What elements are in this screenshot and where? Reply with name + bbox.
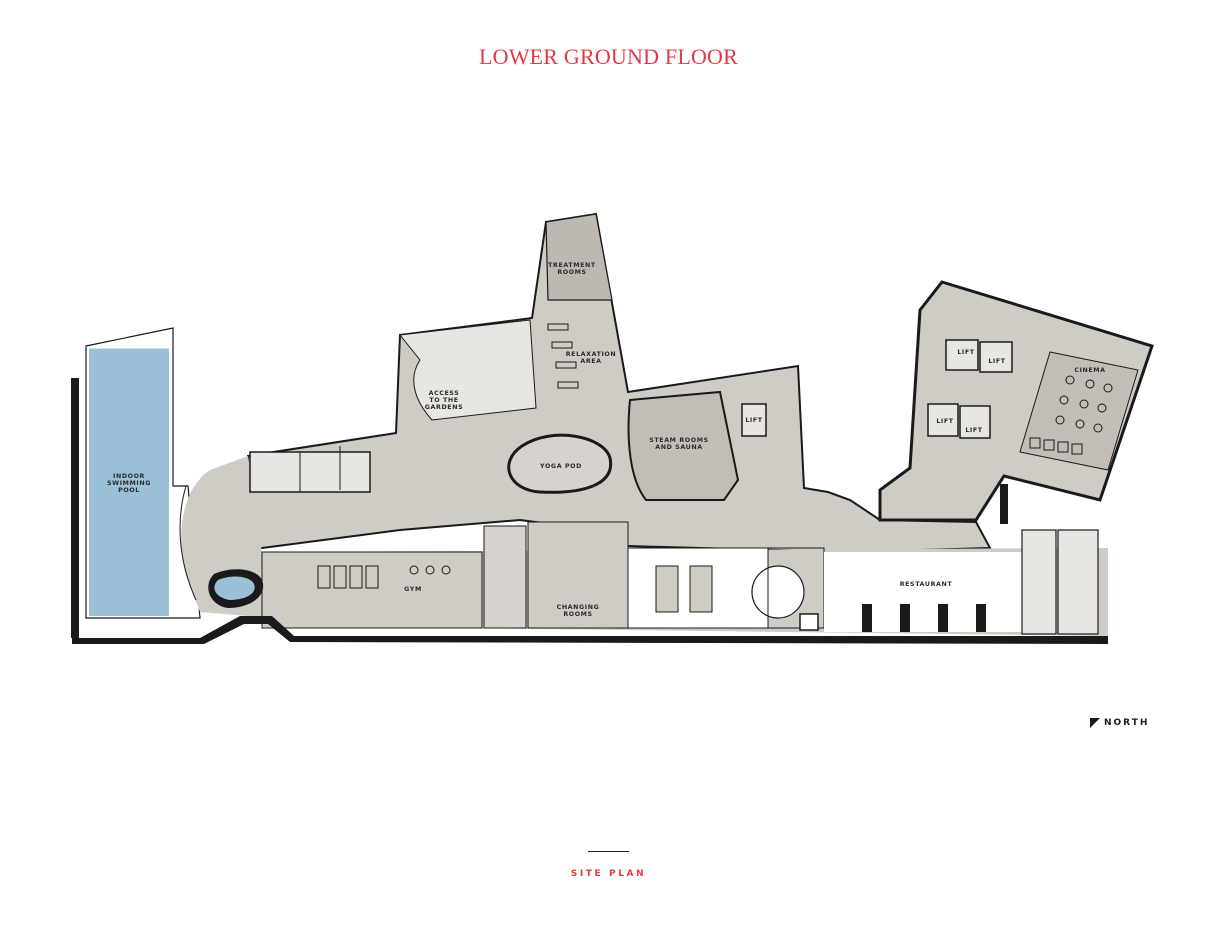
pool-label: INDOOR xyxy=(113,473,145,480)
gardens-access-label: ACCESS xyxy=(429,390,460,397)
yoga-pod-label: YOGA POD xyxy=(539,463,582,470)
lift-label: LIFT xyxy=(745,417,762,424)
page-title: LOWER GROUND FLOOR xyxy=(478,44,739,69)
lift-label: LIFT xyxy=(988,358,1005,365)
lift-label: LIFT xyxy=(957,349,974,356)
relaxation-area-label: AREA xyxy=(580,358,601,365)
lift-label: LIFT xyxy=(965,427,982,434)
north-arrow-icon xyxy=(1090,718,1100,728)
north-indicator: NORTH xyxy=(1090,716,1149,730)
relaxation-area-label: RELAXATION xyxy=(566,351,617,358)
gym-label: GYM xyxy=(404,586,422,593)
pool-label: SWIMMING xyxy=(107,480,151,487)
steam-rooms-label: STEAM ROOMS xyxy=(649,437,708,444)
swimming-pool xyxy=(71,327,201,638)
changing-rooms-label: ROOMS xyxy=(563,611,592,618)
footer-divider xyxy=(588,851,629,852)
changing-rooms-label: CHANGING xyxy=(557,604,600,611)
restaurant-label: RESTAURANT xyxy=(900,581,953,588)
treatment-rooms-label: TREATMENT xyxy=(548,262,596,269)
gardens-access-label: TO THE xyxy=(429,397,458,404)
restaurant-area xyxy=(824,484,1099,635)
steam-rooms-label: AND SAUNA xyxy=(655,444,702,451)
outer-wall xyxy=(72,616,1108,644)
lift-tower-wing xyxy=(741,280,1154,522)
lift-label: LIFT xyxy=(936,418,953,425)
cinema-label: CINEMA xyxy=(1074,367,1105,374)
north-label: NORTH xyxy=(1104,718,1150,728)
treatment-rooms-label: ROOMS xyxy=(557,269,586,276)
pool-label: POOL xyxy=(118,487,140,494)
footer-label: SITE PLAN xyxy=(570,869,647,879)
gardens-access-label: GARDENS xyxy=(425,404,463,411)
